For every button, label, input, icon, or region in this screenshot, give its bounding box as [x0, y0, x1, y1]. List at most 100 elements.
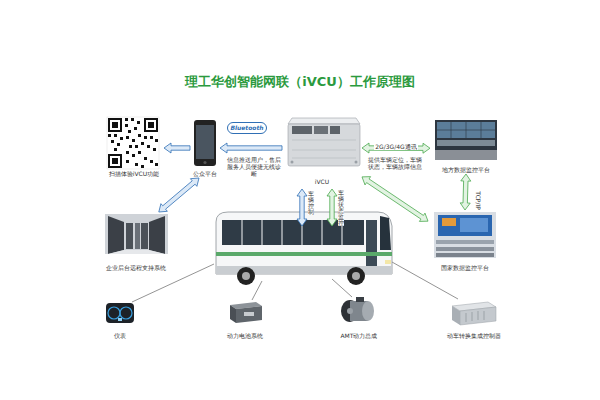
qr-code-icon: [144, 157, 147, 160]
amt-powertrain-icon: [356, 297, 364, 302]
instrument-cluster-icon: [108, 307, 120, 319]
connector-arrow: [362, 143, 430, 153]
qr-code-icon: [110, 120, 120, 130]
server-room-photo: [108, 250, 165, 254]
label-wrap: 信息推送用户，售后服务人员便捷无线诊断: [226, 157, 282, 178]
qr-code-icon: [126, 136, 129, 139]
node-label: 企业后台远程支持系统: [106, 264, 166, 271]
ivcu-controller-icon: [292, 140, 356, 141]
qr-code-icon: [126, 151, 129, 154]
server-room-photo: [108, 216, 124, 254]
battery-pack-icon: [244, 312, 254, 316]
qr-code-icon: [108, 154, 122, 168]
qr-code-icon: [135, 163, 138, 166]
qr-code-icon: [108, 134, 111, 137]
instrument-cluster-icon: [120, 307, 132, 319]
control-room-photo: [437, 130, 495, 131]
control-room-photo: [437, 122, 495, 138]
edge-label-wrap: TCP/IP: [468, 188, 489, 207]
amt-powertrain-icon: [347, 308, 353, 314]
note-text: 信息推送用户，售后服务人员便捷无线诊断: [226, 157, 282, 178]
connector-arrow: [362, 177, 428, 222]
qr-code-icon: [135, 145, 138, 148]
node-label: 扫描体验iVCU功能: [109, 170, 159, 177]
controller-icon: [452, 306, 460, 325]
connector-arrow: [164, 143, 190, 153]
edge-label: 2G/3G/4G通讯: [374, 143, 417, 150]
qr-code-icon: [128, 130, 131, 133]
phone-icon: [203, 161, 206, 164]
amt-powertrain-icon: [362, 301, 374, 321]
node-label: Bluetooth: [230, 124, 263, 131]
qr-code-icon: [132, 139, 135, 142]
qr-code-icon: [138, 134, 141, 137]
ivcu-controller-icon: [330, 126, 340, 134]
qr-code-icon: [144, 118, 158, 132]
qr-code-icon: [144, 136, 147, 139]
ivcu-controller-icon: [288, 124, 360, 166]
phone-icon: [194, 120, 216, 166]
control-room-photo: [435, 120, 497, 160]
controller-icon: [466, 313, 467, 322]
server-room-photo: [105, 214, 168, 254]
connector-arrow: [460, 174, 471, 210]
label-wrap: 提供车辆定位，车辆状态，车辆故障信息: [366, 157, 424, 171]
qr-code-icon: [112, 122, 118, 128]
controller-icon: [452, 302, 496, 325]
controller-icon: [484, 311, 485, 320]
ivcu-controller-icon: [288, 118, 360, 124]
control-room-photo: [438, 215, 492, 236]
component-leader-line: [132, 262, 458, 302]
monitor-platform: 地方数据监控平台: [430, 118, 502, 174]
controller-icon: [478, 311, 479, 320]
qr-code-icon: [147, 145, 150, 148]
bus-illustration: [322, 220, 323, 245]
phone-icon: [196, 125, 214, 159]
component-node: 动力电池系统: [222, 300, 268, 340]
control-room-photo: [437, 140, 495, 146]
qr-code-icon: [108, 118, 122, 132]
qr-code-icon: [114, 134, 117, 137]
control-room-photo: [436, 240, 494, 244]
bluetooth-badge: Bluetooth: [227, 122, 267, 134]
control-room-photo: [460, 218, 488, 232]
qr-code-icon: [108, 118, 158, 168]
node-label: 仪表: [114, 332, 126, 339]
qr-code-icon: [132, 154, 135, 157]
controller-icon: [472, 312, 473, 321]
server-room-photo: [149, 216, 165, 254]
bus-illustration: [282, 220, 283, 245]
qr-code-icon: [150, 160, 153, 163]
qr-code-icon: [125, 118, 128, 121]
monitor-platform: 国家数据监控平台: [428, 210, 502, 272]
qr-code-icon: [146, 120, 156, 130]
node-label: 动车转换集成控制器: [447, 332, 501, 339]
qr-code-icon: [107, 117, 159, 169]
signal-label: 车辆控制: [308, 191, 314, 215]
node-label: 公众平台: [193, 170, 217, 177]
node-label: 国家数据监控平台: [441, 264, 489, 271]
component-node: AMT动力总成: [334, 296, 384, 340]
qr-code-icon: [153, 148, 156, 151]
controller-icon: [460, 307, 496, 325]
qr-code-icon: [141, 142, 144, 145]
qr-code-icon: [110, 156, 120, 166]
edge-label: TCP/IP: [475, 191, 482, 212]
component-leader-line: [332, 279, 352, 297]
qr-code-icon: [141, 165, 144, 168]
battery-pack-icon: [236, 306, 262, 323]
control-room-photo: [436, 247, 494, 251]
bus-illustration: [366, 220, 377, 266]
battery-pack-icon: [230, 305, 236, 323]
ivcu-controller-icon: [291, 161, 294, 164]
backend-system: 企业后台远程支持系统: [98, 212, 174, 272]
node-label: 动力电池系统: [227, 332, 263, 339]
connector-arrow: [159, 178, 199, 212]
instrument-cluster-icon: [106, 303, 134, 323]
bus-illustration: [237, 267, 255, 285]
control-room-photo: [442, 218, 456, 226]
edge-label-wrap: 2G/3G/4G通讯: [374, 134, 417, 153]
bus-illustration: [347, 267, 365, 285]
